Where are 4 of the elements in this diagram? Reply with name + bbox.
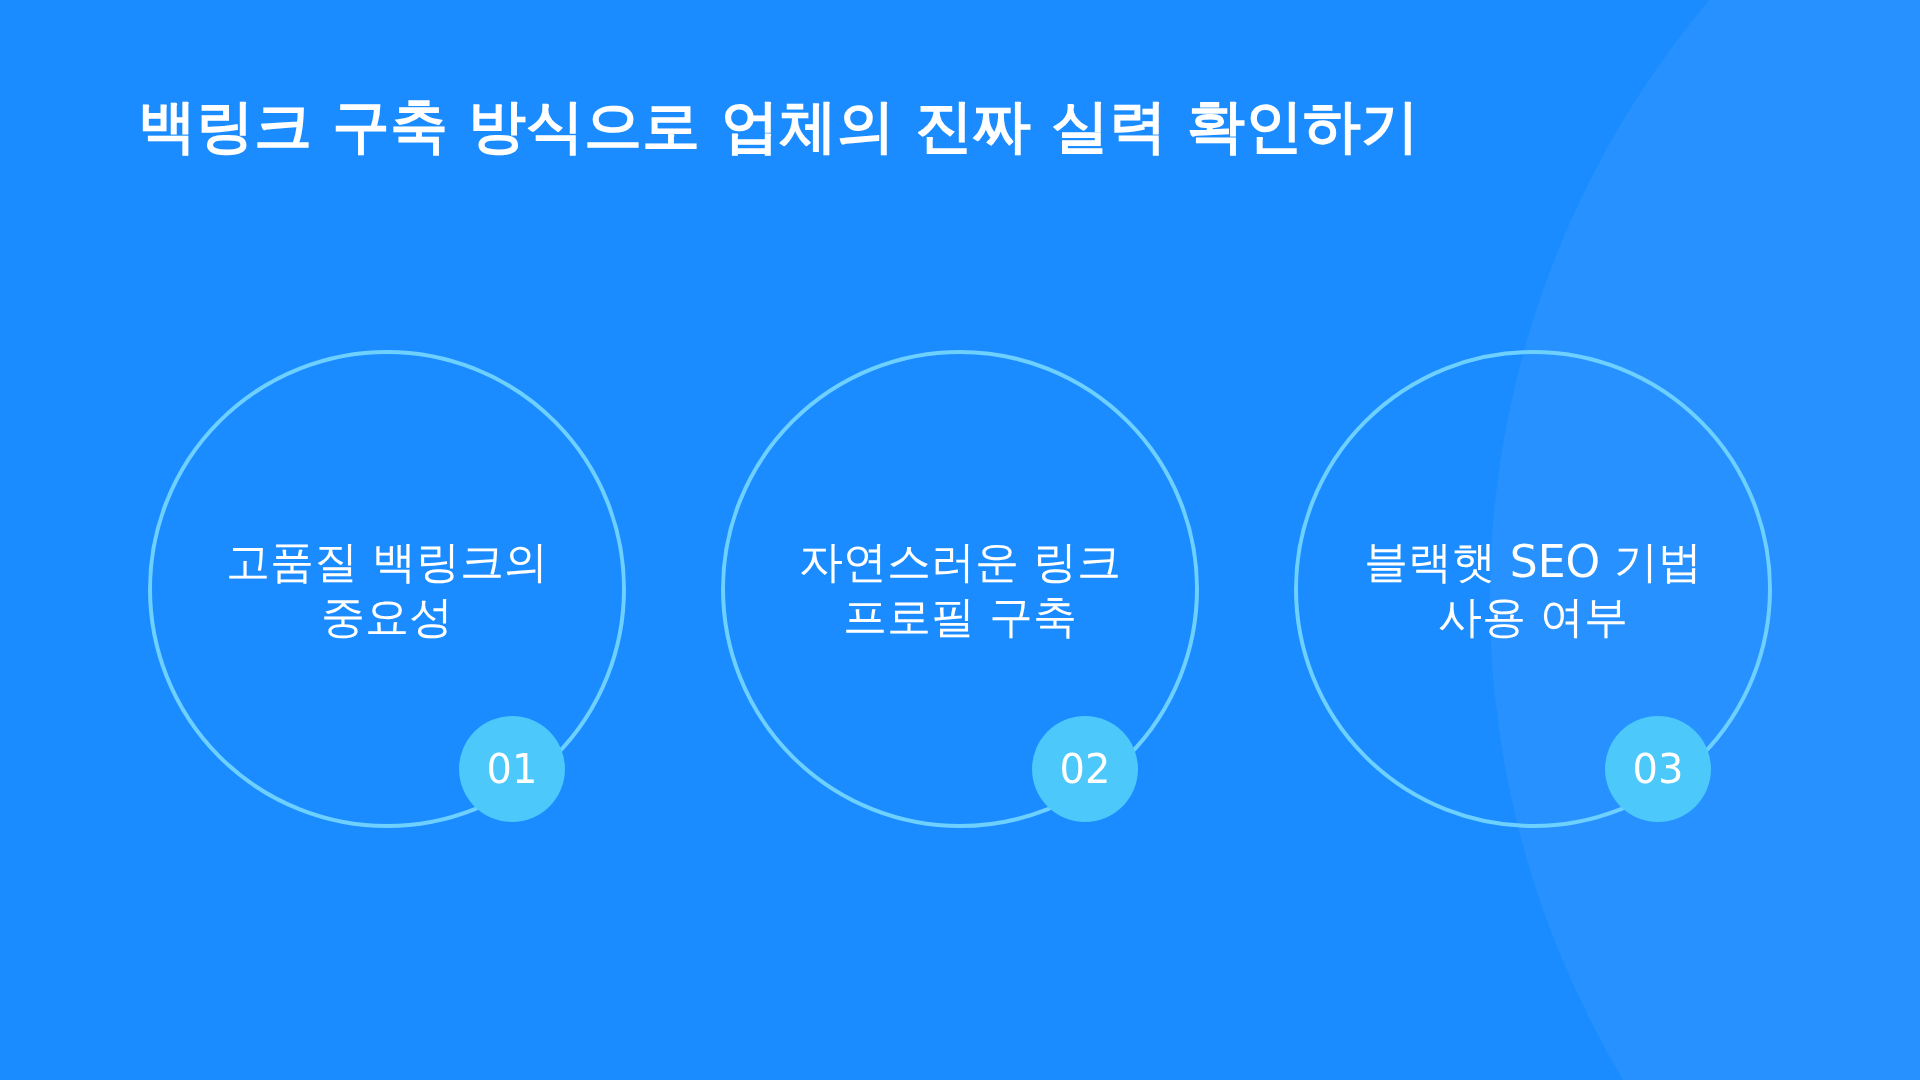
step-text: 자연스러운 링크 프로필 구축 [798, 535, 1122, 644]
title: 백링크 구축 방식으로 업체의 진짜 실력 확인하기 [138, 91, 1420, 162]
step-text: 고품질 백링크의 중요성 [225, 535, 549, 644]
step-text: 블랙햇 SEO 기법 사용 여부 [1362, 535, 1704, 644]
